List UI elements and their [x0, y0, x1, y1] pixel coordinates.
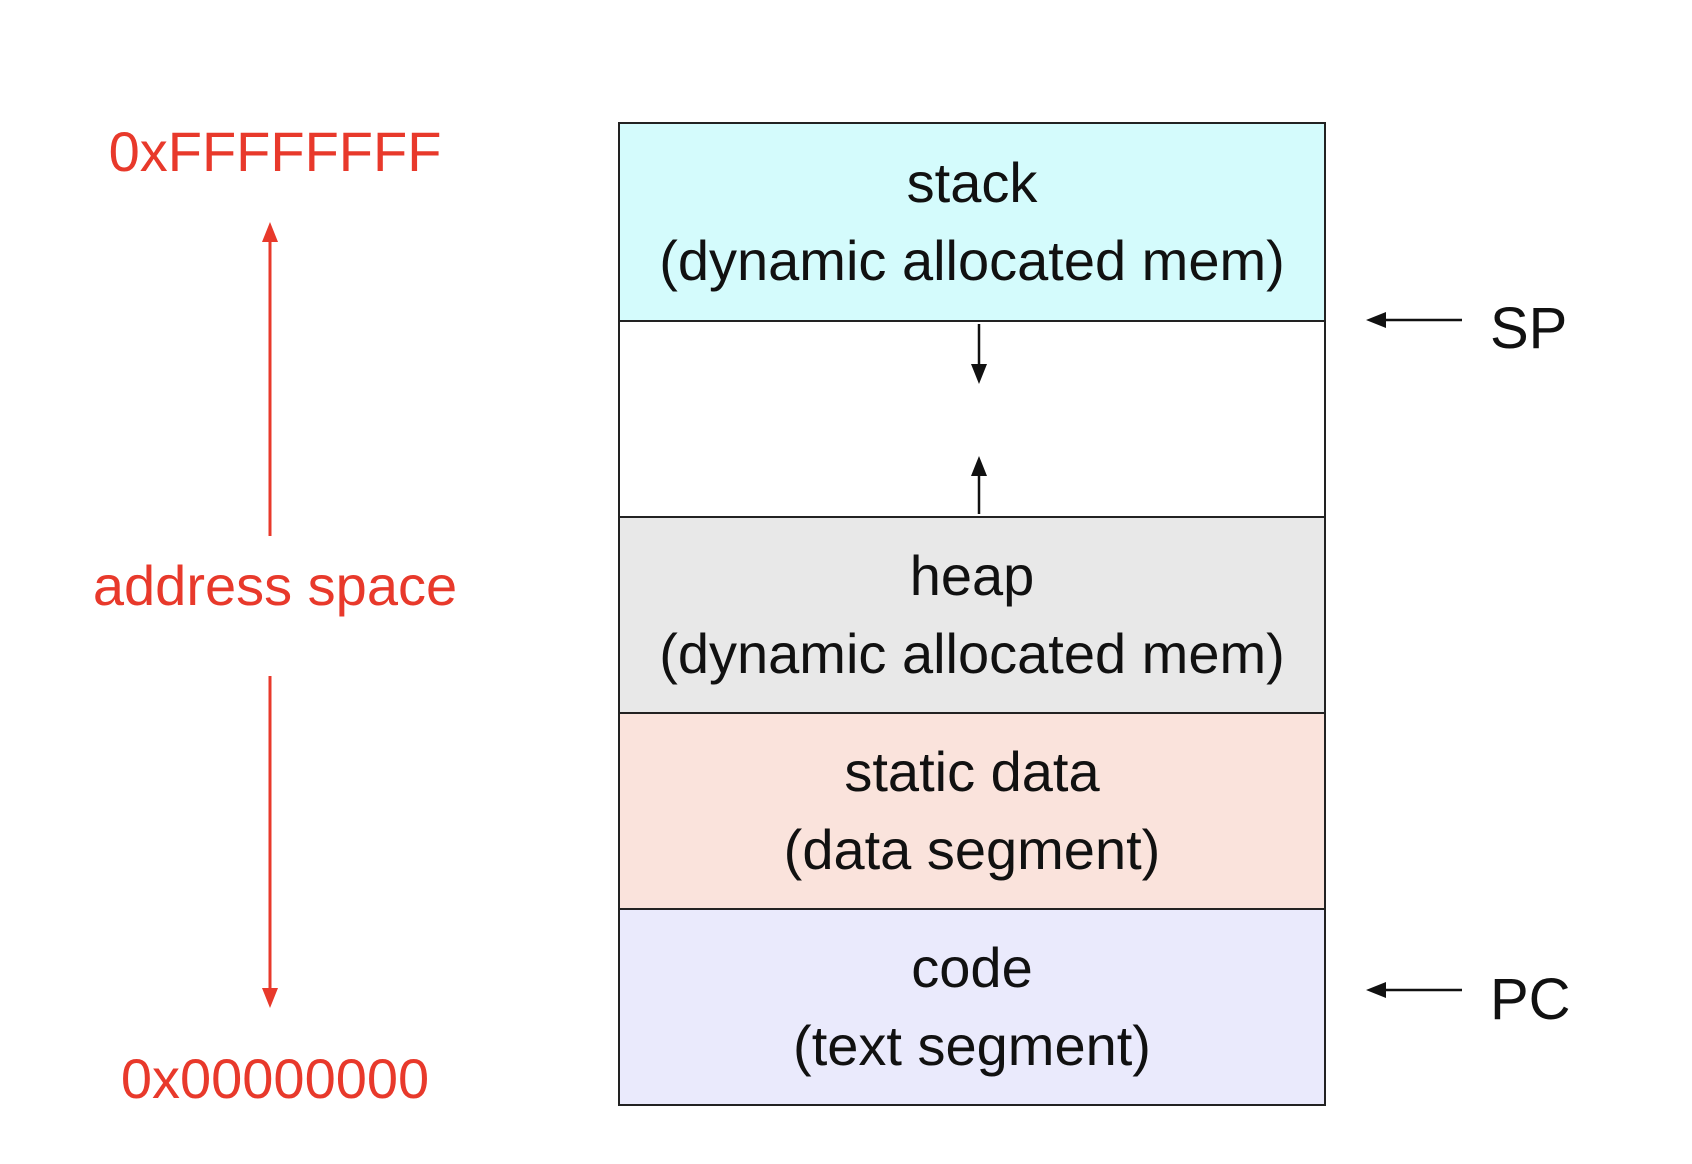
- pc-left-arrow-icon: [1366, 982, 1462, 998]
- static-title: static data: [844, 740, 1100, 803]
- address-space-label: address space: [92, 554, 458, 617]
- code-segment: code (text segment): [620, 908, 1324, 1104]
- stack-segment: stack (dynamic allocated mem): [620, 124, 1324, 320]
- code-subtitle: (text segment): [793, 1014, 1151, 1077]
- stack-subtitle: (dynamic allocated mem): [659, 229, 1285, 292]
- down-arrow-icon: [262, 676, 278, 1008]
- free-space-segment: [620, 320, 1324, 516]
- heap-growth-up-arrow-icon: [971, 456, 987, 514]
- static-data-segment: static data (data segment): [620, 712, 1324, 908]
- low-address-label: 0x00000000: [120, 1047, 430, 1110]
- code-title: code: [911, 936, 1033, 999]
- heap-segment: heap (dynamic allocated mem): [620, 516, 1324, 712]
- stack-pointer-label: SP: [1490, 296, 1568, 361]
- memory-layout: stack (dynamic allocated mem) heap (dyna…: [618, 122, 1326, 1106]
- heap-subtitle: (dynamic allocated mem): [659, 622, 1285, 685]
- static-subtitle: (data segment): [783, 818, 1161, 881]
- heap-title: heap: [909, 544, 1035, 607]
- high-address-label: 0xFFFFFFFF: [108, 120, 442, 183]
- stack-growth-down-arrow-icon: [971, 324, 987, 384]
- up-arrow-icon: [262, 222, 278, 536]
- program-counter-label: PC: [1490, 967, 1571, 1032]
- sp-left-arrow-icon: [1366, 312, 1462, 328]
- stack-title: stack: [906, 151, 1038, 214]
